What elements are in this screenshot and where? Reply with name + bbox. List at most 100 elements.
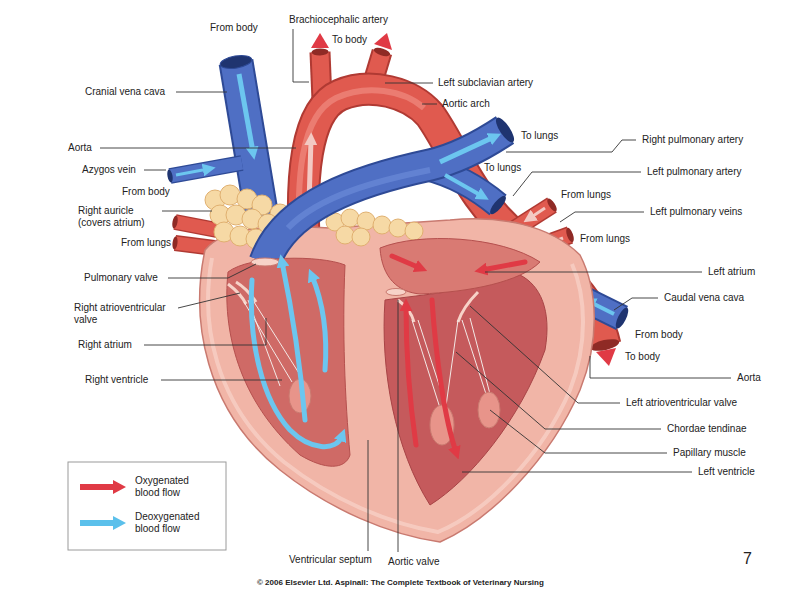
fat-lobule: [336, 226, 354, 244]
label-anchor: Brachiocephalic artery: [289, 14, 388, 26]
vessel-shine: [288, 170, 430, 228]
flow-label: From lungs: [561, 189, 611, 201]
cranial-vena-cava: [236, 62, 262, 218]
part-label: Left ventricle: [698, 466, 755, 478]
label-anchor: From lungs: [561, 189, 611, 201]
chordae-strand: [412, 318, 490, 408]
flow-label: To body: [625, 351, 660, 363]
leader-line: [560, 212, 644, 222]
leader-line: [162, 211, 212, 212]
label-anchor: From body: [210, 22, 258, 34]
label-anchor: Right auricle (covers atrium): [78, 205, 160, 229]
fat-lobule: [405, 222, 423, 240]
fat-lobule: [389, 219, 407, 237]
leader-line: [144, 318, 266, 345]
label-anchor: Aortic valve: [388, 556, 440, 568]
flow-arrow: [239, 74, 253, 152]
part-label: Left subclavian artery: [438, 77, 533, 89]
label-anchor: Caudal vena cava: [664, 292, 744, 304]
part-label: Right atrioventricular valve: [74, 302, 184, 326]
flow-label: From body: [122, 186, 170, 198]
part-label: Cranial vena cava: [85, 86, 165, 98]
flow-arrow: [482, 262, 525, 270]
legend-swatch: [80, 480, 126, 494]
vessel-opening: [166, 169, 173, 183]
papillary-muscles: [289, 379, 500, 445]
flow-label: From body: [635, 329, 683, 341]
vessel-opening: [613, 306, 630, 330]
leader-line: [100, 148, 296, 149]
vessel-opening: [488, 194, 509, 217]
leader-line: [506, 140, 636, 152]
part-label: Pulmonary valve: [84, 272, 158, 284]
pulmonary-arteries: [265, 115, 517, 262]
flow-arrow: [176, 169, 208, 175]
vessel-opening: [219, 53, 253, 70]
cut-surface-rim: [208, 258, 583, 532]
left-atrium-cavity: [380, 239, 540, 294]
flow-arrow: [440, 137, 494, 162]
part-label: Aorta: [68, 142, 92, 154]
leader-line: [398, 300, 399, 552]
label-anchor: From lungs: [121, 237, 171, 249]
legend-frame: [68, 462, 226, 550]
vein-outline: [170, 163, 242, 176]
legend-swatch-holder: [80, 480, 126, 494]
right-heart-cavity: [227, 258, 350, 466]
vessel-opening: [172, 236, 179, 250]
flow-label: To body: [332, 34, 367, 46]
label-anchor: 7: [743, 549, 752, 568]
label-anchor: Left pulmonary artery: [647, 166, 742, 178]
chordae: [244, 300, 490, 408]
left-av-valve: [398, 292, 478, 322]
legend-entry: Oxygenated blood flow: [135, 475, 215, 499]
label-anchor: Chordae tendinae: [667, 423, 747, 435]
page-number: 7: [743, 549, 752, 568]
leader-line: [385, 83, 433, 84]
label-anchor: Pulmonary valve: [84, 272, 158, 284]
legend-swatch-holder: [80, 516, 126, 530]
part-label: Left pulmonary veins: [650, 206, 742, 218]
label-anchor: Aorta: [68, 142, 92, 154]
part-label: Azygos vein: [82, 164, 136, 176]
copyright-note: © 2006 Elsevier Ltd. Aspinall: The Compl…: [257, 578, 544, 588]
leader-line: [144, 170, 166, 171]
flow-arrow: [406, 306, 416, 445]
azygos-vein: [170, 163, 242, 176]
left-ventricle-cavity: [384, 275, 547, 505]
leader-line: [456, 352, 661, 429]
part-label: Left pulmonary artery: [647, 166, 742, 178]
label-anchor: Aortic arch: [442, 98, 490, 110]
label-anchor: To lungs: [484, 162, 521, 174]
label-anchor: Right atrioventricular valve: [74, 302, 184, 326]
leader-line: [614, 298, 658, 310]
flow-arrow: [312, 276, 326, 370]
label-anchor: Right ventricle: [85, 374, 148, 386]
part-label: Left atrium: [708, 266, 755, 278]
leader-line: [490, 410, 667, 453]
leader-line: [176, 92, 227, 93]
leader-line: [368, 440, 369, 551]
vessel-opening: [493, 115, 517, 145]
flow-arrowhead: [374, 33, 392, 50]
part-label: Aorta: [737, 372, 761, 384]
vessel-opening: [545, 197, 558, 213]
leader-line: [178, 293, 240, 308]
flow-label: To lungs: [484, 162, 521, 174]
part-label: Aortic arch: [442, 98, 490, 110]
valves: [228, 258, 478, 322]
label-anchor: Right atrium: [78, 339, 132, 351]
legend-text: Oxygenated blood flow: [135, 475, 215, 499]
part-label: Right atrium: [78, 339, 132, 351]
part-label: Caudal vena cava: [664, 292, 744, 304]
part-label: Left atrioventricular valve: [626, 397, 737, 409]
veins-left: [166, 53, 262, 218]
vessel-opening: [311, 48, 328, 56]
flow-arrow: [445, 175, 482, 196]
legend-swatch: [80, 516, 126, 530]
flow-arrow: [530, 208, 545, 218]
flow-label: From lungs: [580, 233, 630, 245]
aortic-valve: [386, 289, 406, 296]
flow-arrow: [432, 300, 456, 452]
